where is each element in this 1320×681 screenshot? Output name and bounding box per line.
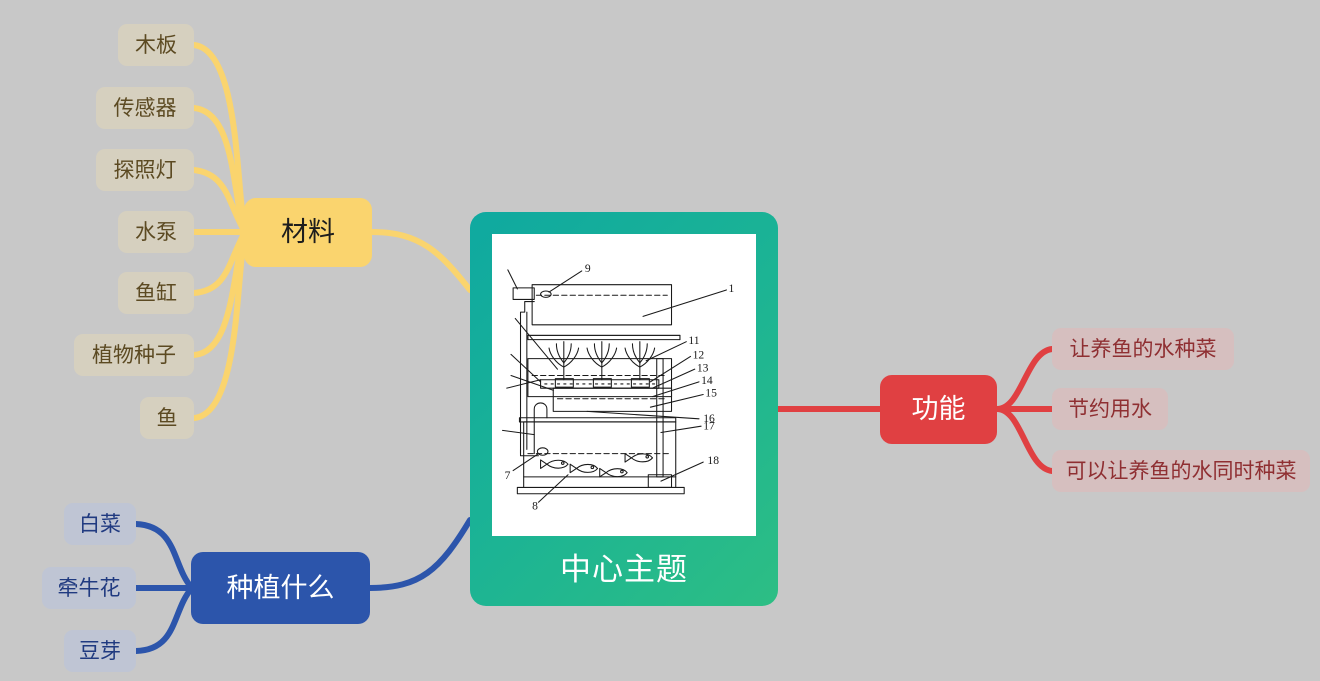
leaf-node-what-to-plant-2[interactable]: 豆芽 (64, 630, 136, 672)
edge-leaf-chuanganqi (191, 105, 248, 235)
branch-node-materials[interactable]: 材料 (244, 198, 372, 267)
edge-leaf-rangyangyu (994, 346, 1055, 412)
central-topic-node[interactable]: 9 1 (470, 212, 778, 606)
svg-text:9: 9 (585, 262, 591, 275)
edge-leaf-baicai (133, 521, 195, 591)
leaf-node-materials-5[interactable]: 植物种子 (74, 334, 194, 376)
svg-text:16: 16 (703, 412, 715, 425)
branch-label-what-to-plant: 种植什么 (226, 572, 335, 603)
leaf-node-materials-2[interactable]: 探照灯 (96, 149, 194, 191)
edge-leaf-keyirang (994, 406, 1055, 474)
edge-whattoplant-to-center (367, 517, 473, 591)
svg-text:13: 13 (697, 361, 709, 374)
leaf-label-function-0: 让养鱼的水种菜 (1069, 337, 1217, 361)
leaf-node-materials-3[interactable]: 水泵 (118, 211, 194, 253)
leaf-label-materials-0: 木板 (135, 33, 177, 57)
leaf-node-materials-6[interactable]: 鱼 (140, 397, 194, 439)
leaf-node-function-2[interactable]: 可以让养鱼的水同时种菜 (1052, 450, 1310, 492)
edge-leaf-muban (191, 42, 248, 235)
leaf-label-what-to-plant-1: 牵牛花 (57, 576, 121, 600)
edge-leaf-yu (191, 229, 248, 421)
svg-text:7: 7 (505, 469, 511, 482)
branch-label-function: 功能 (911, 394, 966, 424)
leaf-label-function-1: 节约用水 (1068, 397, 1152, 421)
aquaponics-diagram-figure: 9 1 (492, 234, 756, 536)
leaf-label-what-to-plant-0: 白菜 (79, 512, 121, 536)
aquaponics-schematic-svg: 9 1 (502, 262, 735, 513)
leaf-node-what-to-plant-0[interactable]: 白菜 (64, 503, 136, 545)
leaf-label-materials-1: 传感器 (113, 96, 177, 120)
svg-text:17: 17 (703, 419, 715, 432)
leaf-node-function-0[interactable]: 让养鱼的水种菜 (1052, 328, 1234, 370)
edge-materials-to-center (369, 229, 473, 293)
leaf-label-materials-5: 植物种子 (92, 343, 176, 367)
leaf-label-materials-2: 探照灯 (113, 158, 177, 182)
leaf-node-function-1[interactable]: 节约用水 (1052, 388, 1168, 430)
branch-node-what-to-plant[interactable]: 种植什么 (191, 552, 370, 624)
leaf-node-what-to-plant-1[interactable]: 牵牛花 (42, 567, 136, 609)
leaf-label-materials-6: 鱼 (156, 406, 178, 430)
edge-leaf-zhiwuzhongzi (191, 229, 248, 358)
svg-text:1: 1 (729, 282, 735, 295)
svg-text:15: 15 (705, 387, 717, 400)
leaf-node-materials-4[interactable]: 鱼缸 (118, 272, 194, 314)
branch-label-materials: 材料 (281, 217, 335, 247)
svg-text:12: 12 (693, 349, 705, 362)
leaf-label-function-2: 可以让养鱼的水同时种菜 (1065, 459, 1297, 483)
leaf-label-materials-4: 鱼缸 (135, 281, 177, 305)
leaf-node-materials-1[interactable]: 传感器 (96, 87, 194, 129)
svg-text:18: 18 (707, 454, 719, 467)
svg-text:8: 8 (532, 500, 538, 513)
central-topic-label: 中心主题 (560, 552, 688, 587)
branch-node-function[interactable]: 功能 (880, 375, 997, 444)
leaf-node-materials-0[interactable]: 木板 (118, 24, 194, 66)
svg-text:11: 11 (688, 334, 699, 347)
edge-leaf-tanzhaodeng (191, 167, 248, 235)
leaf-label-materials-3: 水泵 (135, 220, 177, 244)
edge-leaf-douya (133, 585, 195, 654)
leaf-label-what-to-plant-2: 豆芽 (79, 639, 121, 663)
svg-text:14: 14 (701, 374, 713, 387)
edge-leaf-yugang (191, 229, 248, 296)
